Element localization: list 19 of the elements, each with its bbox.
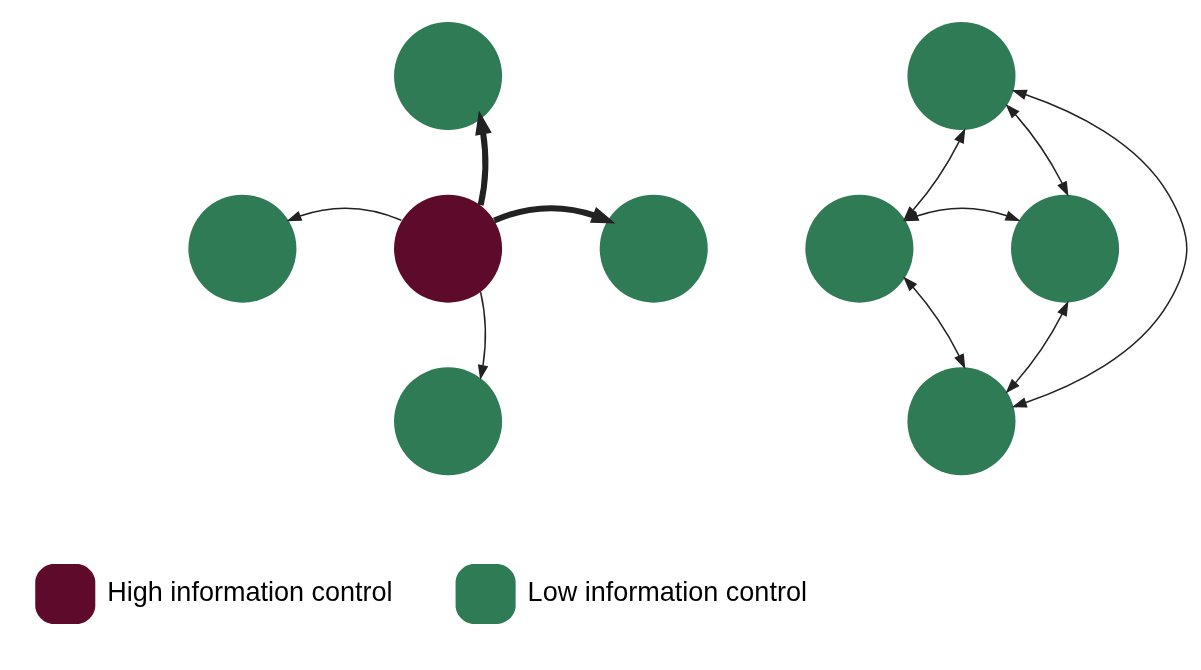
arrow — [903, 276, 966, 370]
node-circle — [394, 194, 503, 303]
legend-label: Low information control — [527, 576, 807, 607]
arrow — [477, 291, 489, 380]
arrow — [475, 110, 492, 206]
arrow — [286, 207, 403, 222]
node-circle — [1011, 194, 1120, 303]
arrow — [1005, 300, 1069, 394]
legend-label: High information control — [107, 576, 393, 607]
arrow — [493, 205, 616, 224]
node-circle — [805, 194, 914, 303]
node-circle — [394, 22, 503, 131]
arrow — [1011, 89, 1188, 408]
arrow — [1005, 103, 1069, 197]
node-circle — [394, 367, 503, 476]
node-circle — [907, 22, 1016, 131]
node-circle — [907, 367, 1016, 476]
node-circle — [188, 194, 297, 303]
node-circle — [599, 194, 708, 303]
